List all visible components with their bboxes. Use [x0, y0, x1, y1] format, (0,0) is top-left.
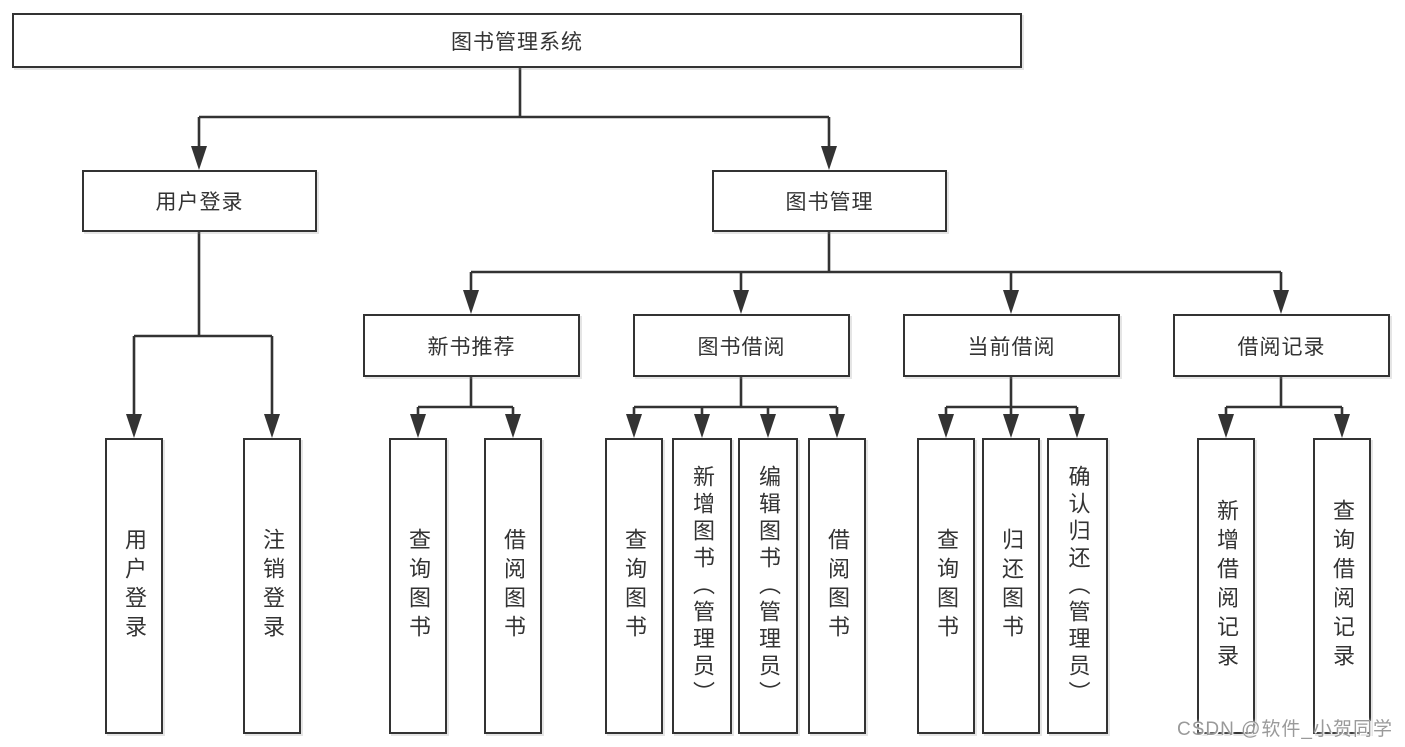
watermark: CSDN @软件_小贺同学 — [1177, 719, 1393, 740]
node-leaf-edit-book-admin: 编辑图书（管理员） — [738, 438, 798, 734]
node-book-management: 图书管理 — [712, 170, 947, 232]
node-user-login: 用户登录 — [82, 170, 317, 232]
node-new-book-recommendation: 新书推荐 — [363, 314, 580, 377]
node-book-borrowing: 图书借阅 — [633, 314, 850, 377]
node-current-borrowing: 当前借阅 — [903, 314, 1120, 377]
node-leaf-query-books-2: 查询图书 — [605, 438, 663, 734]
node-leaf-borrow-books-2: 借阅图书 — [808, 438, 866, 734]
node-borrowing-records: 借阅记录 — [1173, 314, 1390, 377]
node-leaf-logout: 注销登录 — [243, 438, 301, 734]
node-leaf-add-borrow-record: 新增借阅记录 — [1197, 438, 1255, 734]
node-leaf-user-login: 用户登录 — [105, 438, 163, 734]
node-library-management-system: 图书管理系统 — [12, 13, 1022, 68]
node-leaf-add-book-admin: 新增图书（管理员） — [672, 438, 732, 734]
node-leaf-query-books-3: 查询图书 — [917, 438, 975, 734]
node-leaf-query-books-1: 查询图书 — [389, 438, 447, 734]
node-leaf-return-book: 归还图书 — [982, 438, 1040, 734]
node-leaf-borrow-books-1: 借阅图书 — [484, 438, 542, 734]
node-leaf-query-borrow-record: 查询借阅记录 — [1313, 438, 1371, 734]
node-leaf-confirm-return-admin: 确认归还（管理员） — [1047, 438, 1108, 734]
